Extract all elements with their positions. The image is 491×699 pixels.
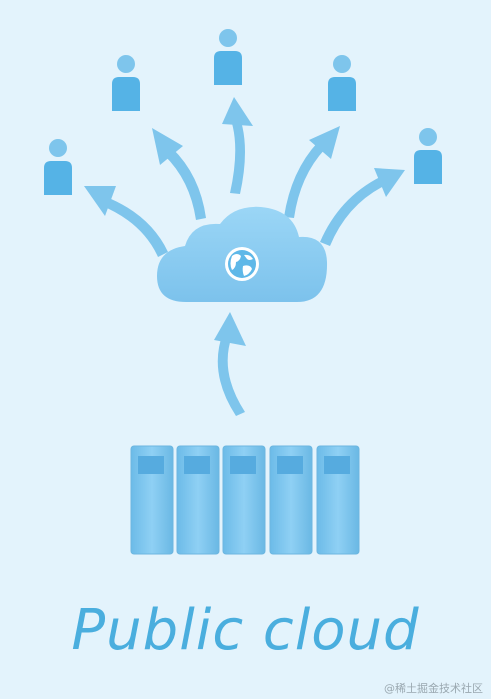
watermark: @稀土掘金技术社区 [384,682,483,695]
server-unit [222,445,266,555]
server-unit [269,445,313,555]
user-icon-left [112,55,140,111]
cloud-shape [157,206,328,302]
arrow-to-user-far-left [84,186,168,257]
user-icon-right [328,55,356,111]
arrow-to-user-center [222,97,253,194]
server-rack [130,445,360,555]
arrow-servers-to-cloud [214,312,246,416]
arrow-to-user-right [284,126,340,218]
user-icon-far-right [414,128,442,184]
user-icon-far-left [44,139,72,195]
server-unit [130,445,174,555]
globe-icon [225,247,259,281]
user-icon-center [214,29,242,85]
arrow-to-user-left [152,128,206,220]
arrow-to-user-far-right [320,168,405,246]
server-unit [316,445,360,555]
server-unit [176,445,220,555]
diagram-caption: Public cloud [71,598,420,663]
